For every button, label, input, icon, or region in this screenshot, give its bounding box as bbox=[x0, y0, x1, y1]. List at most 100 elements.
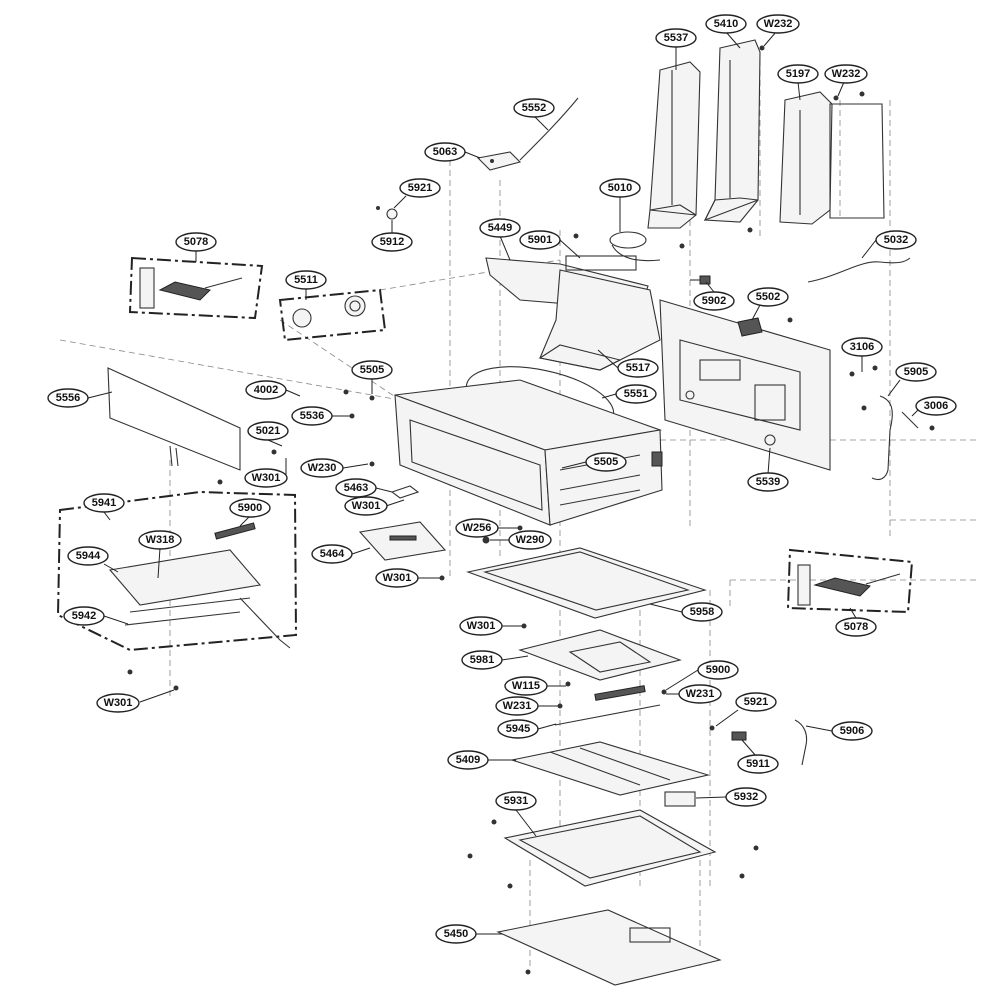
svg-text:5912: 5912 bbox=[380, 236, 404, 248]
back-panel-5539 bbox=[659, 299, 831, 471]
svg-text:5511: 5511 bbox=[294, 274, 318, 286]
callout-5958: 5958 bbox=[649, 602, 723, 622]
svg-text:W318: W318 bbox=[146, 534, 175, 546]
callout-W301-e: W301 bbox=[96, 689, 175, 713]
callout-W231-left: W231 bbox=[495, 696, 558, 716]
svg-text:5901: 5901 bbox=[528, 234, 552, 246]
callout-4002: 4002 bbox=[245, 380, 301, 400]
callout-5912: 5912 bbox=[371, 220, 413, 252]
svg-text:5505: 5505 bbox=[594, 456, 618, 468]
callout-5911: 5911 bbox=[737, 739, 779, 774]
callout-5078-right: 5078 bbox=[835, 607, 877, 637]
svg-text:5463: 5463 bbox=[344, 482, 368, 494]
oven-cavity-5505 bbox=[394, 379, 663, 526]
callout-5944: 5944 bbox=[67, 546, 119, 573]
callout-W290: W290 bbox=[490, 530, 552, 550]
svg-text:5078: 5078 bbox=[844, 621, 868, 633]
svg-text:5941: 5941 bbox=[92, 497, 116, 509]
svg-text:W290: W290 bbox=[516, 534, 545, 546]
callout-5409: 5409 bbox=[447, 750, 516, 770]
svg-text:W301: W301 bbox=[352, 500, 381, 512]
callout-W301-c: W301 bbox=[375, 568, 440, 588]
hinge-5463 bbox=[390, 485, 420, 499]
callout-5197: 5197 bbox=[777, 64, 819, 101]
thermistor-5902 bbox=[690, 275, 711, 285]
svg-text:5931: 5931 bbox=[504, 795, 528, 807]
bottom-plate-5450 bbox=[496, 909, 722, 986]
svg-text:5464: 5464 bbox=[320, 548, 345, 560]
harness-5010 bbox=[609, 231, 661, 262]
callout-5941: 5941 bbox=[83, 493, 125, 521]
bracket-5063 bbox=[476, 151, 522, 171]
bracket-5502 bbox=[737, 317, 763, 337]
svg-text:W301: W301 bbox=[252, 472, 281, 484]
svg-text:W230: W230 bbox=[308, 462, 337, 474]
assembly-guide-lines bbox=[59, 60, 980, 970]
svg-text:5505: 5505 bbox=[360, 364, 384, 376]
callout-5537: 5537 bbox=[655, 28, 697, 70]
reflector-5409 bbox=[509, 741, 711, 796]
callout-5536: 5536 bbox=[291, 406, 350, 426]
callout-W232-top: W232 bbox=[756, 14, 800, 47]
callout-5906: 5906 bbox=[805, 721, 873, 741]
svg-text:5502: 5502 bbox=[756, 291, 780, 303]
callout-5021: 5021 bbox=[247, 421, 289, 447]
svg-text:5902: 5902 bbox=[702, 295, 726, 307]
callout-5010: 5010 bbox=[599, 178, 641, 232]
svg-text:5010: 5010 bbox=[608, 182, 632, 194]
callout-5556: 5556 bbox=[47, 388, 113, 408]
callout-W301-a: W301 bbox=[244, 458, 288, 488]
svg-text:5911: 5911 bbox=[746, 758, 770, 770]
svg-text:W301: W301 bbox=[104, 697, 133, 709]
svg-text:5551: 5551 bbox=[624, 388, 648, 400]
svg-text:5021: 5021 bbox=[256, 425, 280, 437]
svg-text:5932: 5932 bbox=[734, 791, 758, 803]
svg-text:5537: 5537 bbox=[664, 32, 688, 44]
cover-5932 bbox=[664, 791, 696, 807]
wire-5552 bbox=[519, 97, 579, 161]
callout-5932: 5932 bbox=[695, 787, 767, 807]
duct-5410 bbox=[703, 39, 761, 223]
lamp-group-5511 bbox=[278, 288, 387, 342]
svg-text:W256: W256 bbox=[463, 522, 492, 534]
svg-text:W231: W231 bbox=[686, 688, 715, 700]
screws bbox=[127, 45, 935, 975]
callout-5900-bottom: 5900 bbox=[665, 660, 739, 691]
svg-text:W115: W115 bbox=[512, 680, 540, 692]
svg-text:5556: 5556 bbox=[56, 392, 80, 404]
svg-text:5450: 5450 bbox=[444, 928, 468, 940]
callout-5539: 5539 bbox=[747, 447, 789, 492]
svg-text:5958: 5958 bbox=[690, 606, 714, 618]
svg-text:5063: 5063 bbox=[433, 146, 457, 158]
svg-text:5197: 5197 bbox=[786, 68, 810, 80]
tube-5906 bbox=[794, 719, 808, 766]
svg-text:5517: 5517 bbox=[626, 362, 650, 374]
callout-5945: 5945 bbox=[497, 719, 557, 739]
callout-5902: 5902 bbox=[693, 281, 735, 311]
svg-text:W301: W301 bbox=[467, 620, 496, 632]
callout-5905: 5905 bbox=[887, 362, 937, 397]
callout-W318: W318 bbox=[138, 530, 182, 579]
svg-text:5410: 5410 bbox=[714, 18, 738, 30]
callout-5942: 5942 bbox=[63, 606, 129, 626]
tube-5905 bbox=[871, 395, 893, 481]
duct-cover-5197 bbox=[779, 91, 885, 225]
callout-5552: 5552 bbox=[513, 98, 555, 131]
lamp-socket-5912 bbox=[376, 206, 398, 220]
bar-5945 bbox=[554, 704, 661, 726]
svg-text:5900: 5900 bbox=[238, 502, 262, 514]
callout-W301-d: W301 bbox=[459, 616, 522, 636]
callout-5505-top: 5505 bbox=[351, 360, 393, 394]
svg-text:5921: 5921 bbox=[408, 182, 432, 194]
svg-text:5536: 5536 bbox=[300, 410, 324, 422]
callout-5502: 5502 bbox=[747, 287, 789, 321]
callout-5921-top: 5921 bbox=[393, 178, 441, 209]
svg-text:W232: W232 bbox=[764, 18, 793, 30]
duct-5537 bbox=[647, 61, 701, 229]
svg-text:4002: 4002 bbox=[254, 384, 278, 396]
callout-W231-right: W231 bbox=[666, 684, 722, 704]
callout-5900-left: 5900 bbox=[229, 498, 271, 527]
callout-5551: 5551 bbox=[601, 384, 657, 404]
callout-W232-second: W232 bbox=[824, 64, 868, 97]
callout-3106: 3106 bbox=[841, 337, 883, 372]
